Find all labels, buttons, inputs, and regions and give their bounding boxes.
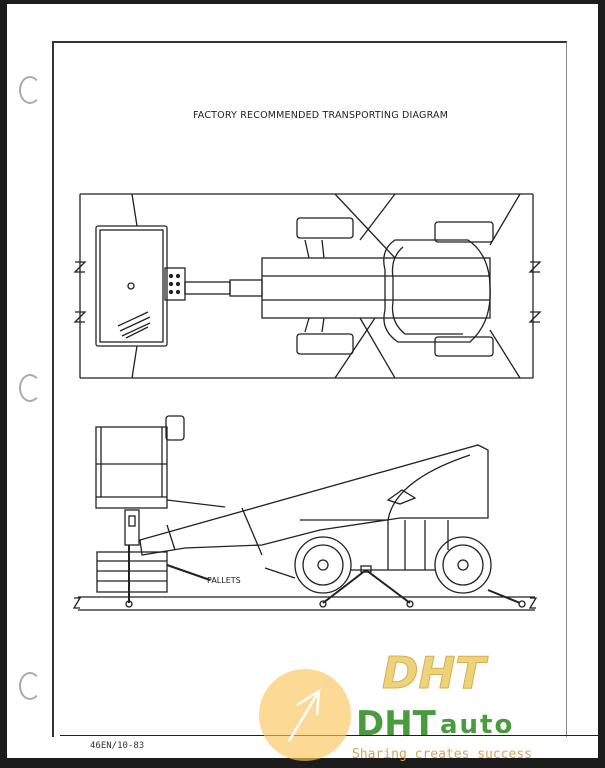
diagram-title: FACTORY RECOMMENDED TRANSPORTING DIAGRAM — [193, 110, 449, 121]
pallets-label: PALLETS — [207, 576, 241, 585]
page-frame — [52, 41, 567, 737]
watermark-brand: DHT — [356, 704, 436, 744]
binder-hole-middle — [19, 374, 41, 402]
binder-hole-bottom — [19, 672, 41, 700]
arrow-icon — [287, 688, 321, 742]
watermark-arrow-circle — [259, 669, 351, 761]
watermark-outline-text: DHT — [381, 648, 486, 699]
side-view — [72, 415, 538, 611]
top-view — [73, 193, 542, 379]
document-page — [7, 4, 600, 758]
watermark-brand-suffix: auto — [440, 710, 515, 740]
footer-code: 46EN/10-83 — [90, 741, 145, 751]
binder-hole-top — [19, 76, 41, 104]
watermark-tagline: Sharing creates success — [352, 747, 533, 762]
